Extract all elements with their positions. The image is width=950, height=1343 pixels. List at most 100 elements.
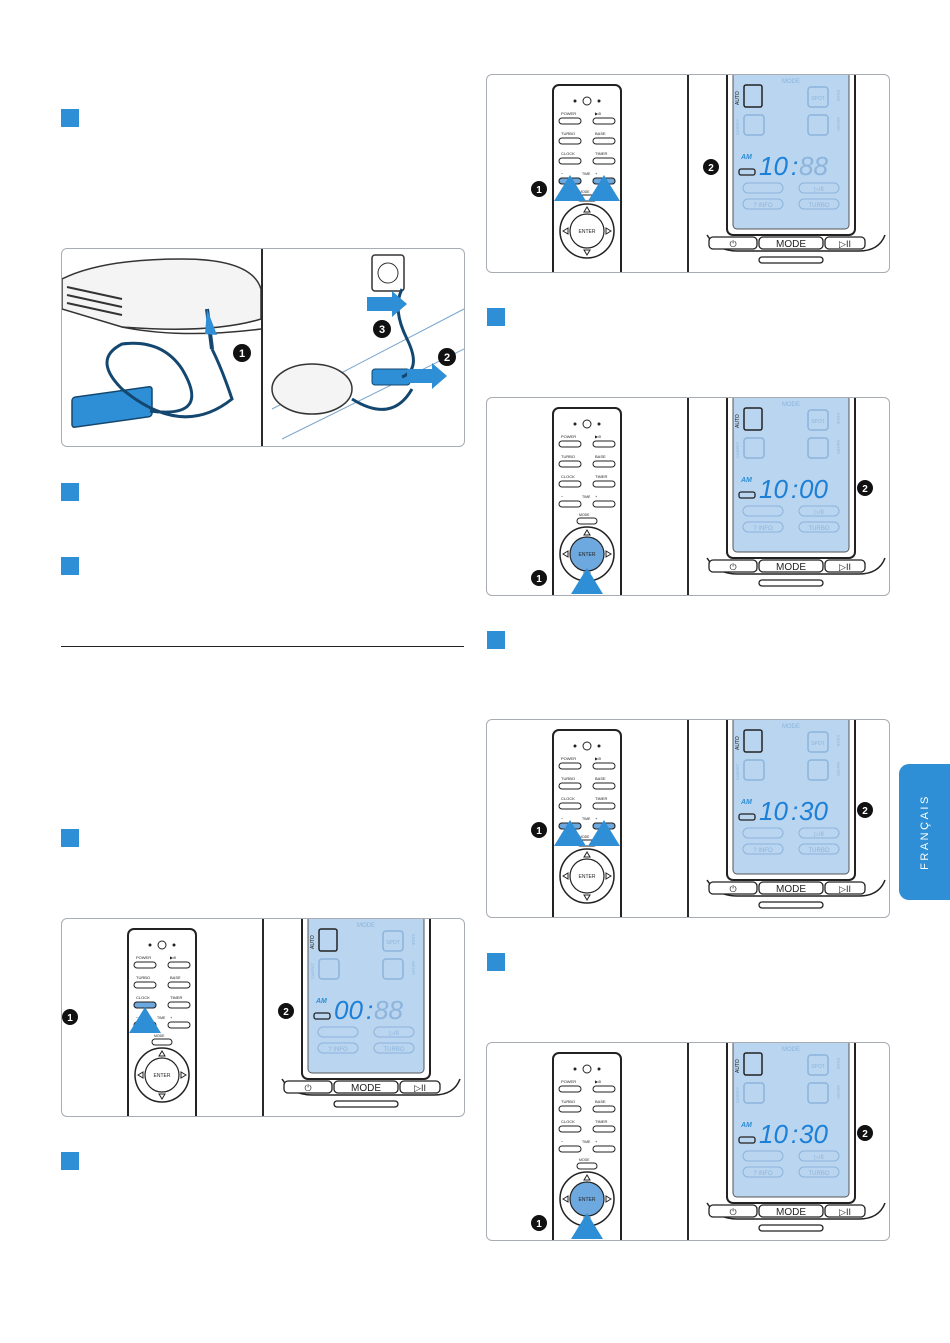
svg-text:BASE: BASE (170, 975, 181, 980)
badge-2: 2 (862, 484, 868, 495)
svg-text:? INFO: ? INFO (753, 848, 773, 854)
svg-text:ENTER: ENTER (579, 874, 596, 880)
badge-1-icon (233, 344, 251, 362)
svg-text:TIME: TIME (582, 817, 591, 821)
svg-text:WATER: WATER (836, 440, 841, 454)
svg-text:TURBO: TURBO (561, 131, 575, 136)
svg-text:AM: AM (740, 1122, 752, 1129)
section-divider (61, 646, 464, 647)
step-marker (61, 829, 79, 847)
badge-1-icon (531, 1215, 547, 1231)
svg-text:AUTO: AUTO (735, 736, 741, 750)
power-connection-illustration: 1 3 2 (61, 248, 465, 447)
svg-text:AUTO: AUTO (735, 1059, 741, 1073)
svg-text::: : (791, 1119, 798, 1149)
step-marker (487, 308, 505, 326)
svg-text:WATER: WATER (836, 117, 841, 131)
clock-hours: 10 (759, 1119, 788, 1149)
press-arrow-icon (554, 175, 586, 201)
badge-1: 1 (536, 826, 542, 837)
badge-2-icon (857, 1125, 873, 1141)
badge-1: 1 (239, 348, 245, 360)
svg-text:MODE: MODE (782, 79, 800, 85)
svg-text:CARPET: CARPET (735, 1086, 740, 1103)
svg-text:⏻: ⏻ (304, 1083, 311, 1093)
svg-text:MODE: MODE (351, 1083, 381, 1094)
svg-text:POWER: POWER (561, 1079, 576, 1084)
language-tab-label: FRANÇAIS (918, 794, 931, 870)
svg-text:▷/II: ▷/II (814, 510, 824, 516)
svg-text:EDGE: EDGE (411, 934, 416, 946)
badge-1: 1 (67, 1013, 73, 1024)
svg-text:EDGE: EDGE (836, 413, 841, 425)
svg-text:AM: AM (740, 477, 752, 484)
clock-hours: 10 (759, 151, 788, 181)
svg-text:TURBO: TURBO (561, 1099, 575, 1104)
svg-text:? INFO: ? INFO (753, 203, 773, 209)
svg-text:TIMER: TIMER (595, 796, 608, 801)
press-arrow-icon (588, 175, 620, 201)
svg-text:+: + (595, 494, 598, 499)
svg-text:TIMER: TIMER (595, 1119, 608, 1124)
svg-text:▶/II: ▶/II (595, 111, 601, 116)
step-marker (61, 483, 79, 501)
badge-1: 1 (536, 1219, 542, 1230)
step-marker (61, 557, 79, 575)
svg-text:ENTER: ENTER (579, 229, 596, 235)
step-marker (487, 631, 505, 649)
badge-1-icon (531, 822, 547, 838)
svg-text:ENTER: ENTER (579, 1197, 596, 1203)
svg-text:MODE: MODE (357, 923, 375, 929)
press-arrow-icon (571, 568, 603, 594)
svg-text:SPOT: SPOT (811, 419, 825, 425)
svg-text:TIME: TIME (582, 172, 591, 176)
badge-2-icon (278, 1003, 294, 1019)
svg-text:▶/II: ▶/II (595, 434, 601, 439)
svg-text:▶/II: ▶/II (595, 756, 601, 761)
svg-text:SPOT: SPOT (386, 940, 400, 946)
svg-text:▷II: ▷II (839, 884, 851, 894)
svg-text:BASE: BASE (595, 1099, 606, 1104)
svg-text:AUTO: AUTO (735, 414, 741, 428)
badge-1: 1 (536, 574, 542, 585)
svg-text:▷II: ▷II (414, 1083, 426, 1093)
svg-text:MODE: MODE (776, 239, 806, 250)
clock-minutes: 30 (799, 1119, 828, 1149)
svg-text:MODE: MODE (579, 190, 590, 194)
svg-text::: : (791, 474, 798, 504)
svg-text:AM: AM (740, 154, 752, 161)
svg-text:TURBO: TURBO (809, 848, 830, 854)
svg-text:AUTO: AUTO (735, 91, 741, 105)
svg-text:AM: AM (315, 998, 327, 1005)
press-arrow-icon (129, 1007, 161, 1033)
svg-text:MODE: MODE (579, 513, 590, 517)
svg-text:POWER: POWER (561, 111, 576, 116)
svg-text:MODE: MODE (776, 1207, 806, 1218)
svg-text:TURBO: TURBO (809, 1171, 830, 1177)
svg-text:POWER: POWER (561, 756, 576, 761)
svg-text:−: − (136, 1015, 139, 1020)
svg-text:CLOCK: CLOCK (561, 151, 575, 156)
svg-text:CARPET: CARPET (735, 441, 740, 458)
svg-text:▷II: ▷II (839, 1207, 851, 1217)
svg-text:SPOT: SPOT (811, 1064, 825, 1070)
svg-text:▷/II: ▷/II (814, 1155, 824, 1161)
badge-1: 1 (536, 185, 542, 196)
badge-1-icon (62, 1009, 78, 1025)
svg-text:TURBO: TURBO (561, 454, 575, 459)
svg-text:CARPET: CARPET (735, 763, 740, 780)
badge-2: 2 (283, 1007, 289, 1018)
svg-text:⏻: ⏻ (729, 884, 736, 894)
language-tab: FRANÇAIS (899, 764, 950, 900)
badge-2-icon (857, 802, 873, 818)
svg-text:▷/II: ▷/II (814, 187, 824, 193)
